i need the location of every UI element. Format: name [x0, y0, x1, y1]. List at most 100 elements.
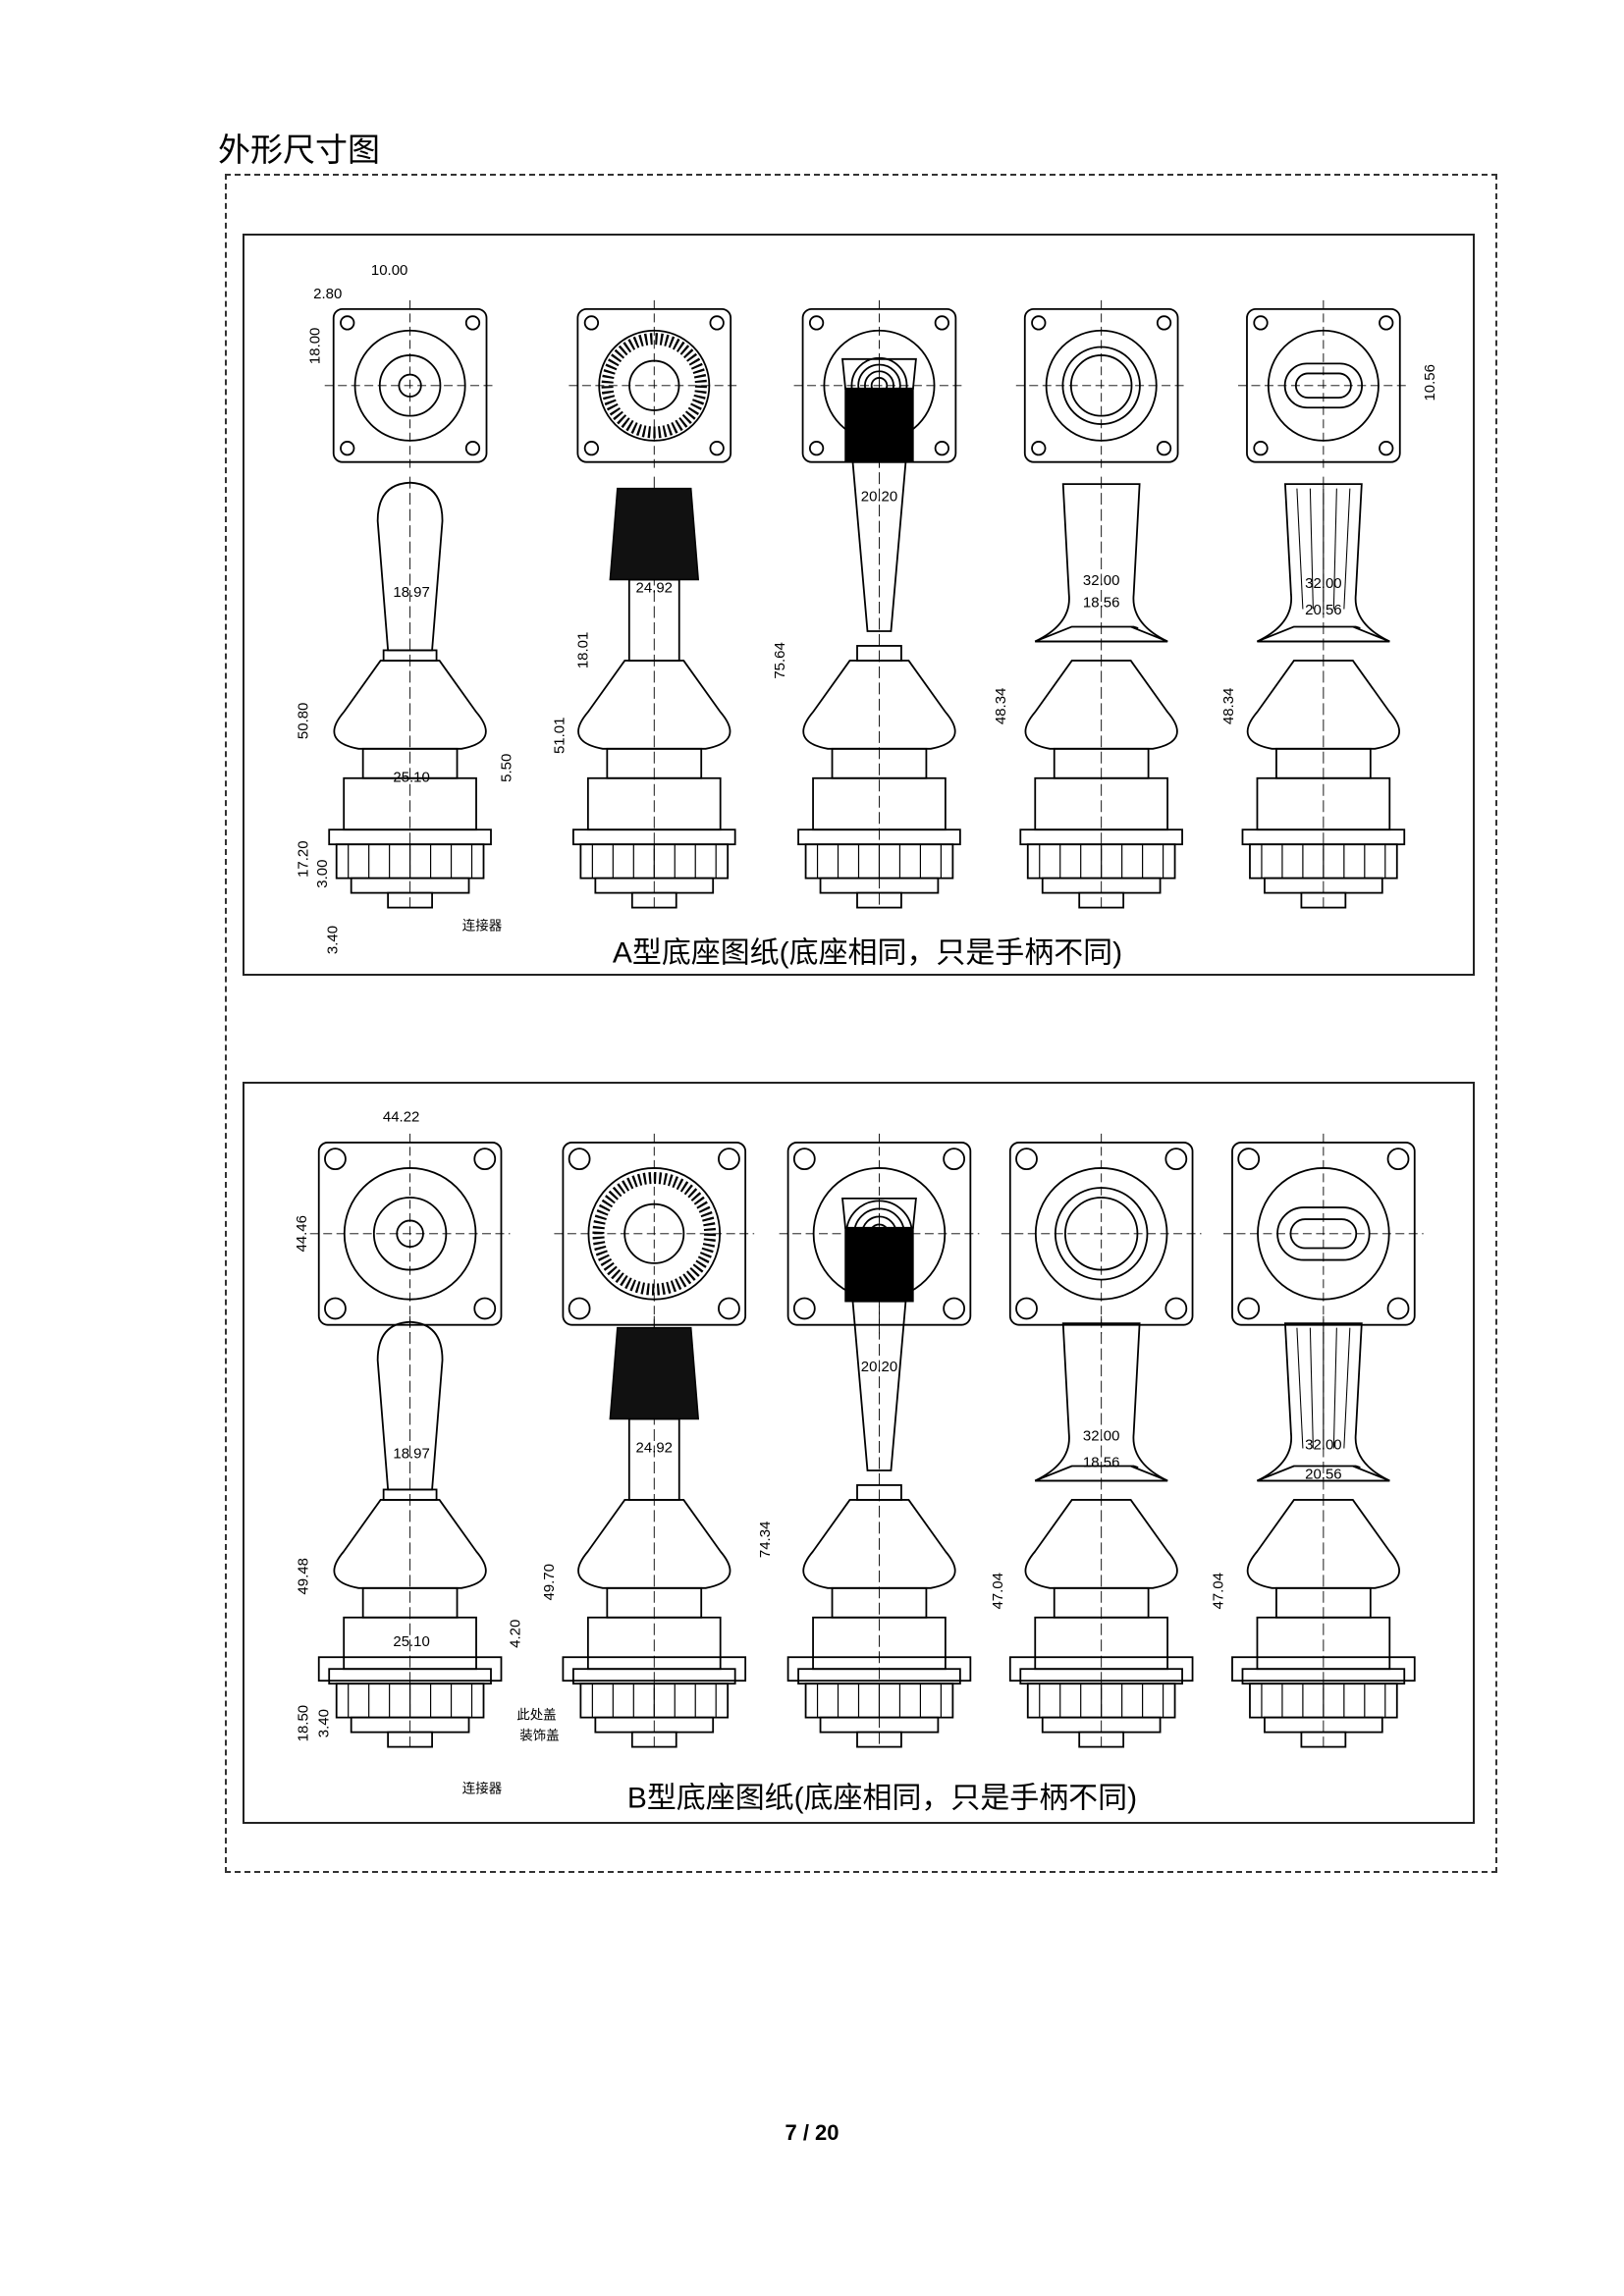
- oval-slot: [1276, 1206, 1371, 1261]
- boot-outline: [1045, 329, 1158, 442]
- mounting-hole: [709, 315, 725, 331]
- knurled-knob: [592, 1171, 717, 1296]
- dashed-frame: [225, 174, 1497, 1873]
- rubber-boot: [1246, 1499, 1400, 1589]
- connector: [1300, 1731, 1347, 1748]
- dimension-label: 3.40: [325, 926, 342, 954]
- mounting-hole: [1379, 441, 1394, 456]
- mounting-hole: [792, 1148, 816, 1171]
- mounting-hole: [1015, 1148, 1038, 1171]
- dimension-label: 18.50: [296, 1705, 312, 1741]
- mounting-hole: [1164, 1297, 1188, 1320]
- boot-outline: [1257, 1167, 1390, 1301]
- handle-rib: [1332, 488, 1337, 610]
- handle-grip: [376, 1320, 444, 1491]
- oval-handle: [1294, 372, 1352, 400]
- mounting-hole: [808, 441, 825, 456]
- dimension-label: 24.92: [636, 579, 673, 596]
- dimension-label: 74.34: [757, 1522, 774, 1558]
- handle-grip: [376, 481, 444, 652]
- mounting-hole: [583, 441, 600, 456]
- mounting-hole: [464, 441, 481, 456]
- mounting-hole: [324, 1297, 347, 1320]
- rubber-boot: [577, 1499, 731, 1589]
- handle-grip: [1257, 1322, 1390, 1482]
- handle-rib: [1309, 488, 1314, 610]
- knurled-knob: [609, 1326, 700, 1420]
- dimension-label: 18.01: [574, 632, 591, 668]
- mounting-hole: [1379, 315, 1394, 331]
- handle-rib: [1343, 488, 1351, 610]
- mounting-hole: [1031, 441, 1047, 456]
- oval-handle: [1289, 1218, 1358, 1250]
- mounting-hole: [943, 1148, 966, 1171]
- handle-rib: [1343, 1327, 1351, 1449]
- dimension-label: 20.20: [861, 489, 897, 506]
- dimension-label: 24.92: [636, 1439, 673, 1456]
- mounting-hole: [718, 1148, 740, 1171]
- mounting-hole: [718, 1297, 740, 1320]
- knurled-knob: [601, 333, 707, 439]
- dimension-label: 18.00: [307, 328, 324, 364]
- handle-rib: [1296, 488, 1304, 610]
- knob-center: [623, 1202, 685, 1264]
- knob-top: [398, 373, 422, 398]
- mounting-hole: [1156, 315, 1172, 331]
- mounting-hole: [943, 1297, 966, 1320]
- dimension-label: 10.00: [371, 262, 407, 279]
- handle-ring: [1069, 354, 1133, 417]
- section-title: 外形尺寸图: [218, 131, 380, 169]
- rubber-boot: [1024, 660, 1178, 750]
- mounting-hole: [808, 315, 825, 331]
- dimension-label: 25.10: [393, 770, 429, 786]
- connector: [387, 1731, 433, 1748]
- knob-top: [396, 1219, 424, 1249]
- rubber-boot: [1246, 660, 1400, 750]
- dimension-label: 51.01: [551, 718, 568, 754]
- boot-outline: [1034, 1167, 1168, 1301]
- page-number: 7 / 20: [785, 2120, 839, 2145]
- dimension-label: 4.20: [507, 1620, 523, 1648]
- dimension-label: 连接器: [462, 918, 503, 934]
- dimension-label: 25.10: [393, 1633, 429, 1650]
- handle-grip: [1034, 483, 1168, 643]
- dimension-label: 此处盖: [516, 1708, 556, 1723]
- dimension-label: 32.00: [1083, 572, 1119, 589]
- handle-ring: [382, 1488, 438, 1501]
- connector: [1078, 891, 1125, 909]
- handle-rib: [1309, 1327, 1314, 1449]
- connector: [1078, 1731, 1125, 1748]
- boot-outline: [587, 1167, 722, 1301]
- dimension-label: 47.04: [1210, 1573, 1226, 1609]
- mounting-hole: [1015, 1297, 1038, 1320]
- panel-caption: B型底座图纸(底座相同，只是手柄不同): [627, 1782, 1137, 1814]
- mounting-hole: [340, 441, 355, 456]
- dimension-label: 75.64: [772, 642, 788, 678]
- handle-ring: [1061, 346, 1141, 425]
- handle-grip: [1257, 483, 1390, 643]
- handle-rib: [1296, 1327, 1304, 1449]
- dimension-label: 17.20: [296, 840, 312, 877]
- mounting-hole: [568, 1148, 591, 1171]
- mounting-hole: [1156, 441, 1172, 456]
- dimension-label: 5.50: [498, 754, 514, 782]
- handle-black-band: [844, 1227, 914, 1303]
- dimension-label: 48.34: [993, 688, 1009, 724]
- handle-top: [841, 357, 917, 390]
- boot-outline: [343, 1167, 477, 1301]
- mounting-hole: [464, 315, 481, 331]
- dimension-label: 32.00: [1305, 575, 1341, 592]
- panel-caption: A型底座图纸(底座相同，只是手柄不同): [613, 936, 1122, 969]
- dimension-label: 20.56: [1305, 602, 1341, 618]
- mounting-hole: [568, 1297, 591, 1320]
- oval-slot: [1283, 362, 1364, 409]
- rubber-boot: [333, 1499, 487, 1589]
- mounting-hole: [1164, 1148, 1188, 1171]
- dimension-label: 32.00: [1083, 1427, 1119, 1444]
- ring: [372, 1197, 448, 1271]
- dimension-label: 49.48: [296, 1558, 312, 1594]
- connector: [630, 891, 677, 909]
- dimension-label: 47.04: [990, 1573, 1006, 1609]
